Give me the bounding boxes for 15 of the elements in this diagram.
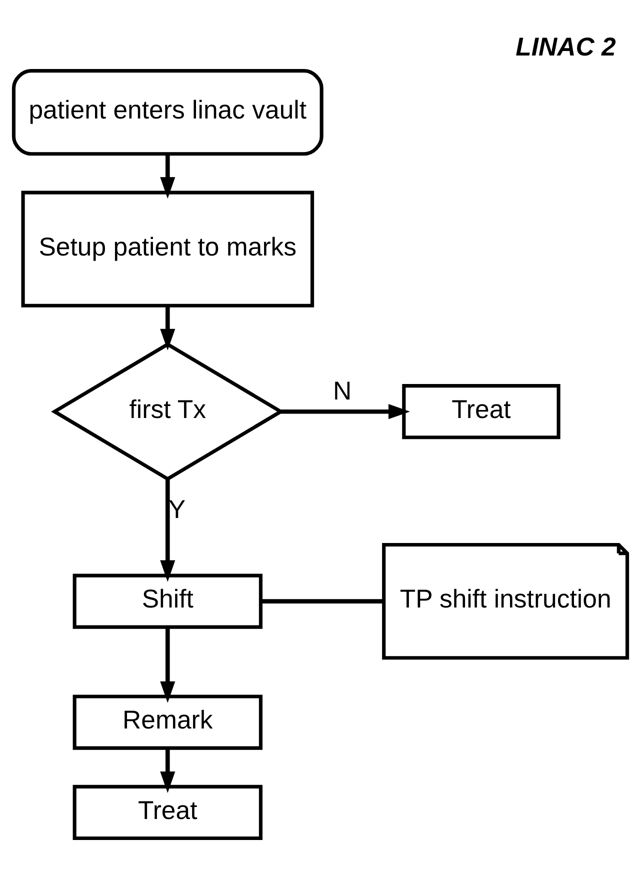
connector [261,599,384,604]
arrow [280,404,410,420]
arrow [160,154,176,199]
arrow [160,627,176,703]
node-box: Treat [72,784,263,840]
node-box: Treat [402,384,560,440]
diagram-title: LINAC 2 [516,34,616,62]
node-box: Remark [72,694,263,750]
node-box: Setup patient to marks [21,190,314,308]
arrow [160,478,176,582]
arrow [160,306,176,350]
node-box: patient enters linac vault [12,69,324,156]
edge-label: N [333,377,352,406]
node-box: Shift [72,574,263,629]
arrow [160,748,176,794]
